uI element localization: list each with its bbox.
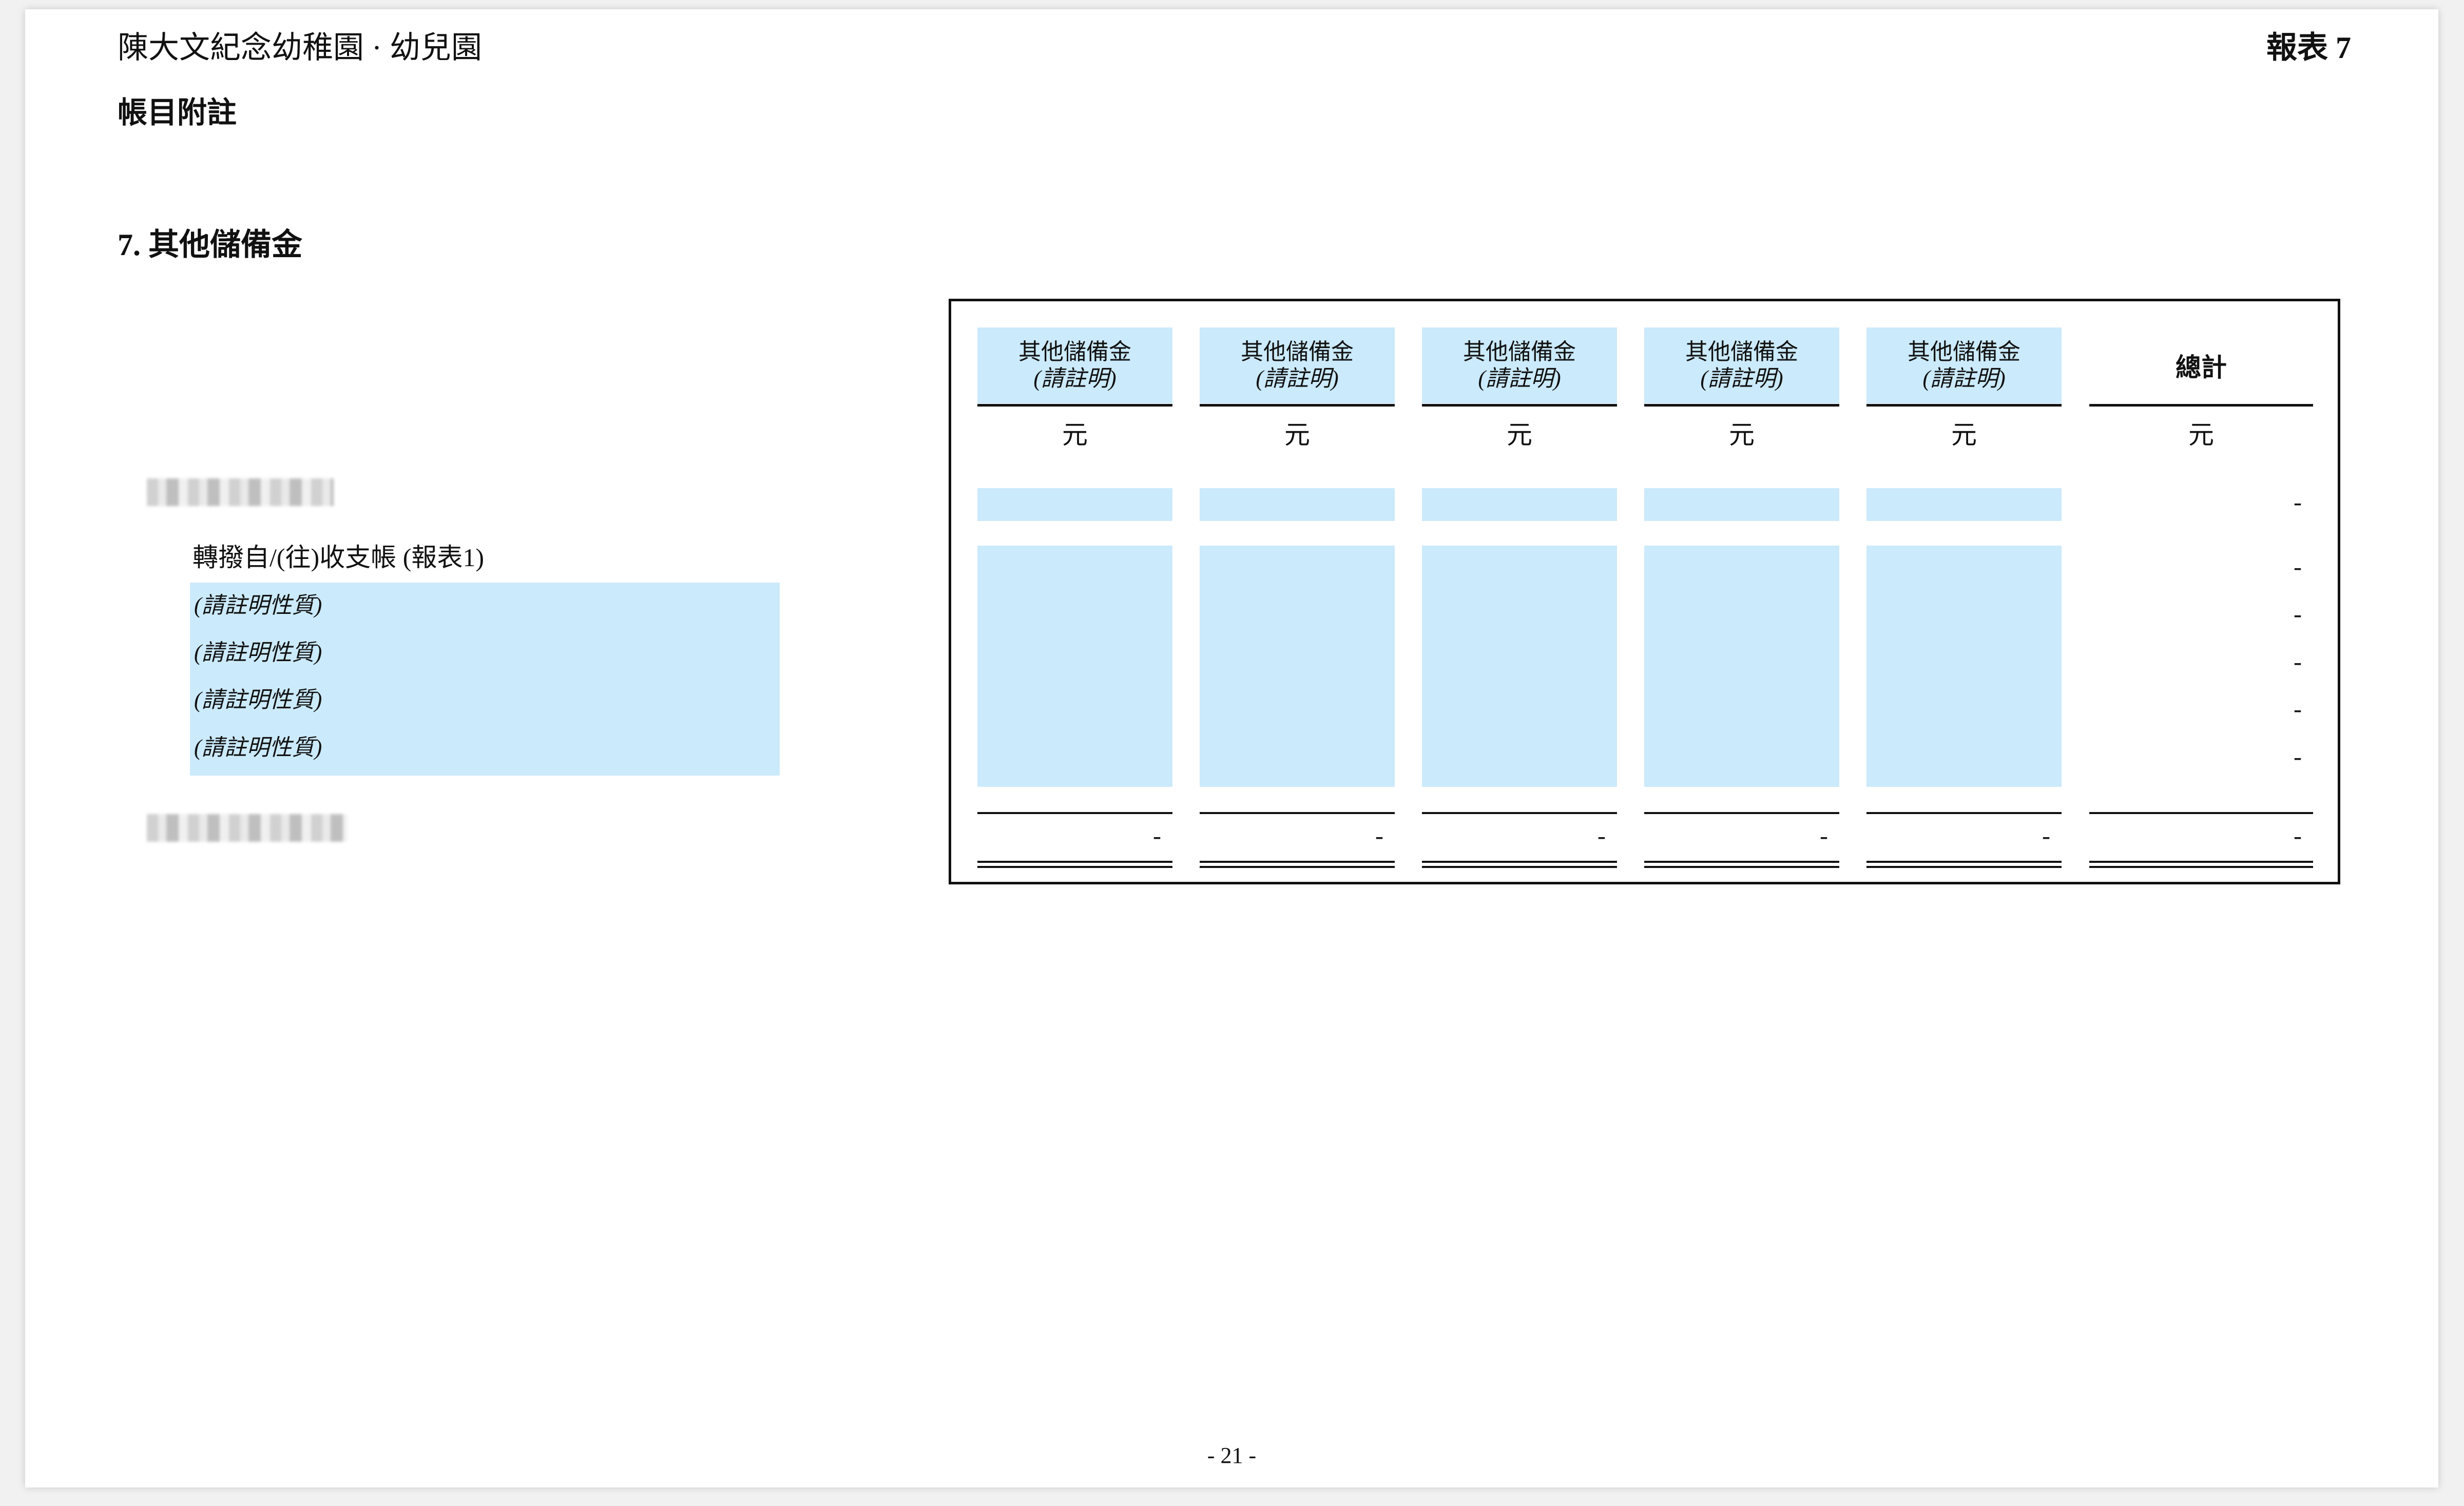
unit-label: 元 [1507, 420, 1532, 449]
row-total-value: - [2294, 553, 2302, 581]
movement-input-cells[interactable] [1422, 546, 1617, 787]
column-title: 其他儲備金 [1241, 339, 1354, 364]
row-total-value: - [2294, 648, 2302, 675]
row-total-value: - [2294, 696, 2302, 723]
double-rule [1422, 861, 1617, 868]
column-title: 其他儲備金 [1463, 339, 1576, 364]
subtotal-rule [1644, 812, 1839, 814]
double-rule [977, 861, 1172, 868]
opening-total-value: - [2294, 489, 2302, 516]
header-rule [1866, 404, 2062, 407]
header-rule [1422, 404, 1617, 407]
redacted-row-label-closing [147, 814, 347, 842]
double-rule [2089, 861, 2313, 868]
document-subtitle: 帳目附註 [118, 96, 237, 129]
form-number: 報表 7 [2266, 31, 2351, 65]
nature-input-field[interactable]: (請註明性質) [194, 593, 322, 618]
row-total-value: - [2294, 601, 2302, 628]
organization-name: 陳大文紀念幼稚園 · 幼兒園 [118, 31, 482, 65]
opening-input-cell[interactable] [1422, 488, 1617, 521]
subtotal-rule [1200, 812, 1395, 814]
subtotal-rule [1866, 812, 2062, 814]
nature-input-field[interactable]: (請註明性質) [194, 687, 322, 712]
column-title: 其他儲備金 [1018, 339, 1131, 364]
total-column-header: 總計 [2176, 353, 2227, 382]
column-header[interactable]: 其他儲備金 (請註明) [1866, 327, 2062, 403]
opening-input-cell[interactable] [977, 488, 1172, 521]
column-note: (請註明) [1700, 366, 1783, 391]
closing-total-value: - [2294, 822, 2302, 849]
double-rule [1644, 861, 1839, 868]
nature-input-rows: (請註明性質) (請註明性質) (請註明性質) (請註明性質) [190, 583, 780, 776]
opening-input-cell[interactable] [1866, 488, 2062, 521]
column-note: (請註明) [1256, 366, 1339, 391]
closing-value: - [1597, 822, 1606, 849]
column-note: (請註明) [1478, 366, 1561, 391]
transfer-row-label: 轉撥自/(往)收支帳 (報表1) [192, 543, 484, 572]
section-heading: 7. 其他儲備金 [118, 228, 302, 262]
column-title: 其他儲備金 [1685, 339, 1798, 364]
column-header[interactable]: 其他儲備金 (請註明) [977, 327, 1172, 403]
column-title: 其他儲備金 [1908, 339, 2020, 364]
closing-value: - [1153, 822, 1161, 849]
movement-input-cells[interactable] [1644, 546, 1839, 787]
nature-input-field[interactable]: (請註明性質) [194, 735, 322, 760]
closing-value: - [1375, 822, 1383, 849]
nature-input-field[interactable]: (請註明性質) [194, 640, 322, 665]
movement-input-cells[interactable] [977, 546, 1172, 787]
page-number: - 21 - [1207, 1443, 1257, 1468]
column-header[interactable]: 其他儲備金 (請註明) [1422, 327, 1617, 403]
header-rule [2089, 404, 2313, 407]
header-rule [1644, 404, 1839, 407]
movement-input-cells[interactable] [1200, 546, 1395, 787]
header-rule [1200, 404, 1395, 407]
unit-label: 元 [1951, 420, 1977, 449]
closing-value: - [1820, 822, 1828, 849]
column-note: (請註明) [1033, 366, 1116, 391]
row-total-value: - [2294, 743, 2302, 770]
unit-label: 元 [1062, 420, 1088, 449]
redacted-row-label-opening [147, 478, 334, 506]
double-rule [1200, 861, 1395, 868]
opening-input-cell[interactable] [1644, 488, 1839, 521]
reserve-table: 其他儲備金 (請註明) 其他儲備金 (請註明) 其他儲備金 (請註明) 其他儲備… [949, 299, 2340, 884]
movement-input-cells[interactable] [1866, 546, 2062, 787]
column-header[interactable]: 其他儲備金 (請註明) [1200, 327, 1395, 403]
unit-label: 元 [1729, 420, 1755, 449]
subtotal-rule [977, 812, 1172, 814]
column-note: (請註明) [1922, 366, 2006, 391]
column-header[interactable]: 其他儲備金 (請註明) [1644, 327, 1839, 403]
header-rule [977, 404, 1172, 407]
unit-label: 元 [2188, 420, 2214, 449]
double-rule [1866, 861, 2062, 868]
closing-value: - [2042, 822, 2050, 849]
subtotal-rule [1422, 812, 1617, 814]
opening-input-cell[interactable] [1200, 488, 1395, 521]
unit-label: 元 [1284, 420, 1310, 449]
document-page: 陳大文紀念幼稚園 · 幼兒園 報表 7 帳目附註 7. 其他儲備金 轉撥自/(往… [25, 9, 2438, 1488]
subtotal-rule [2089, 812, 2313, 814]
